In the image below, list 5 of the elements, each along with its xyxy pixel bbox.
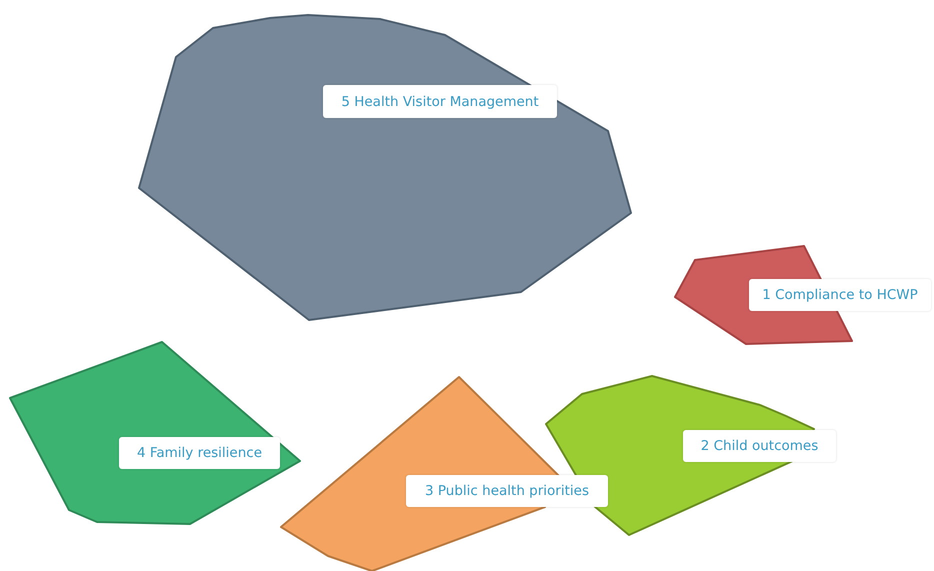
cluster-label: 2 Child outcomes [683, 430, 836, 462]
cluster-label: 1 Compliance to HCWP [749, 279, 931, 311]
cluster-label: 4 Family resilience [119, 437, 280, 469]
cluster-label: 5 Health Visitor Management [323, 85, 557, 118]
cluster-label: 3 Public health priorities [406, 475, 608, 507]
